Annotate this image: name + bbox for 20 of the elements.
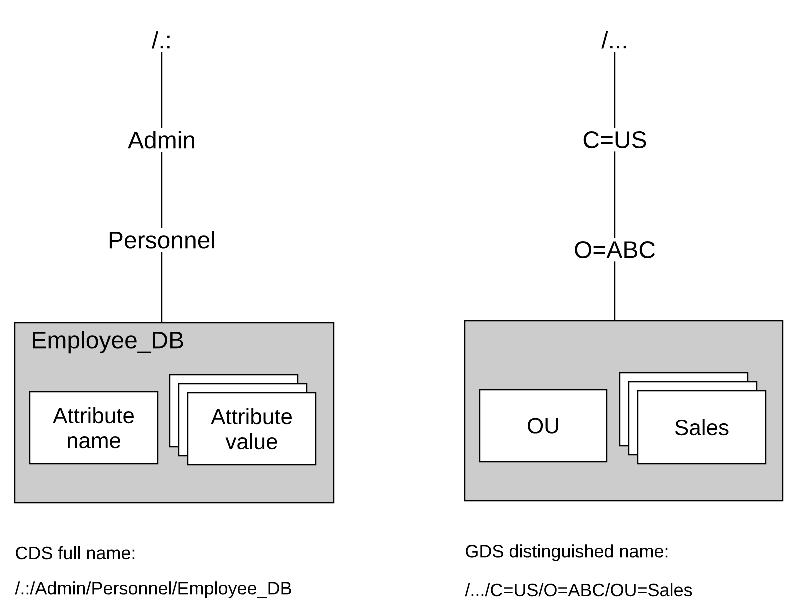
node-label: O=ABC [575, 242, 656, 258]
caption-text: /.../C=US/O=ABC/OU=Sales [465, 583, 692, 597]
connector-line [614, 52, 616, 128]
caption-text: CDS full name: [16, 546, 135, 560]
node-label: Admin [128, 131, 194, 149]
node-label: /.: [152, 31, 170, 49]
stacked-boxes: Attribute value [169, 374, 317, 466]
attribute-box: OU [479, 389, 608, 463]
connector-line [614, 262, 616, 320]
connector-line [614, 152, 616, 238]
node-label: C=US [584, 132, 646, 148]
connector-line [161, 252, 163, 322]
caption-text: /.:/Admin/Personnel/Employee_DB [15, 582, 292, 598]
node-label: Personnel [110, 231, 214, 249]
caption-text: GDS distinguished name: [466, 544, 668, 562]
connector-line [161, 52, 163, 128]
stacked-boxes: Sales [619, 372, 767, 465]
node-label: /... [602, 31, 626, 49]
connector-line [161, 152, 163, 228]
attribute-box: Attribute name [29, 391, 159, 465]
